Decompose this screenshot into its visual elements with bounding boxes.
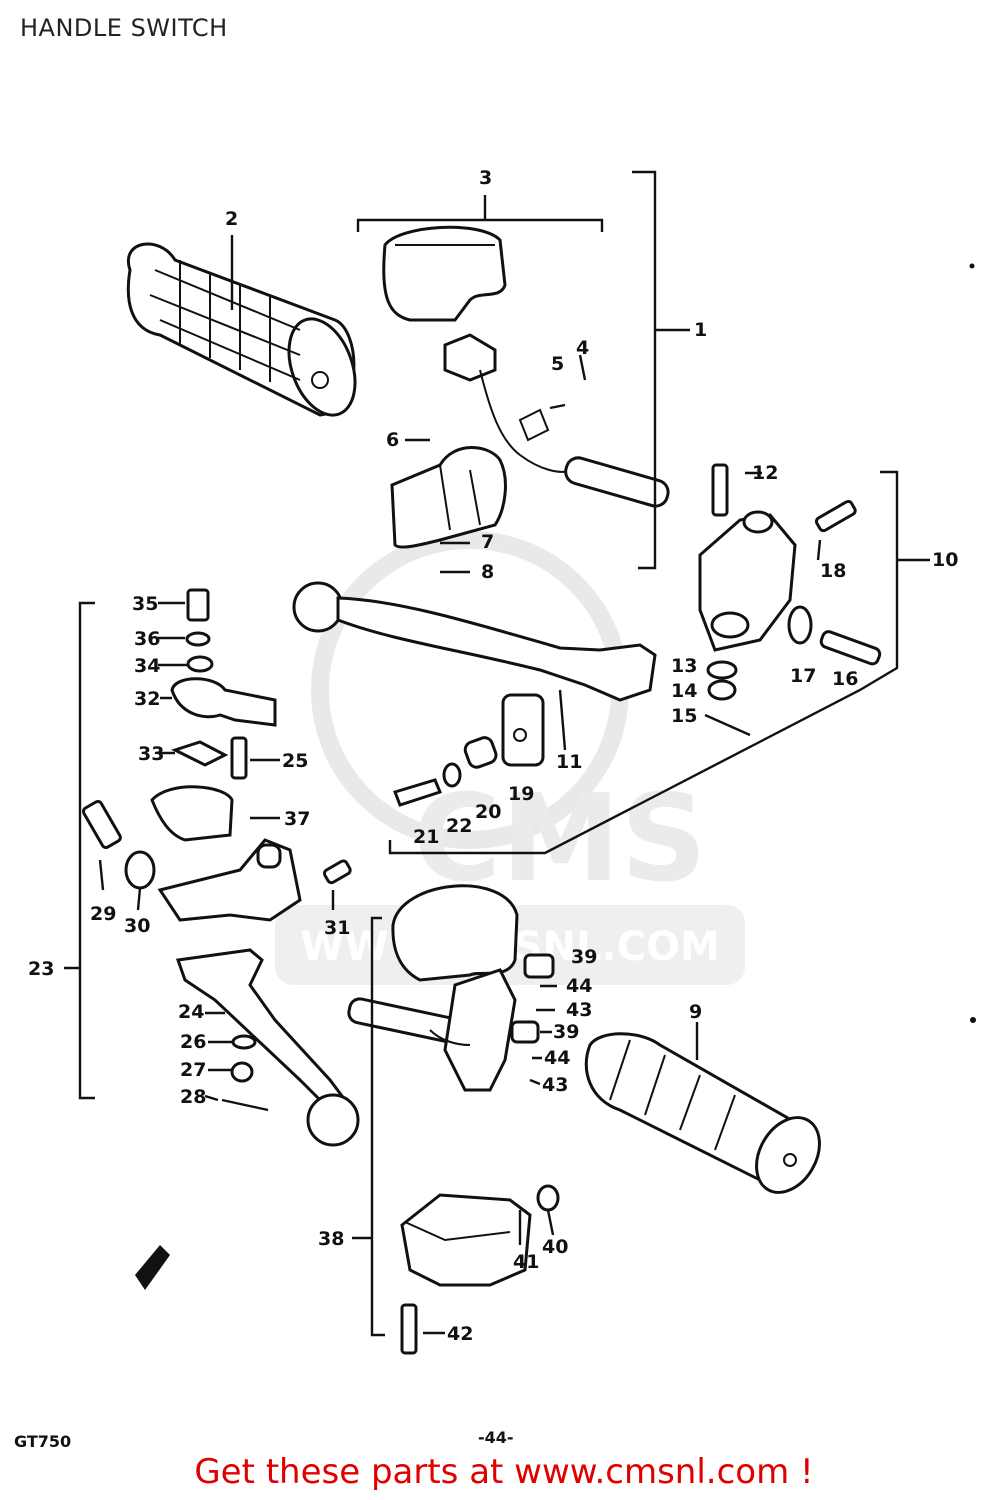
left-lever-holder-drawing	[81, 588, 352, 922]
callout-37: 37	[284, 808, 310, 830]
page-number: -44-	[478, 1428, 514, 1447]
callout-34: 34	[134, 655, 160, 677]
callout-4: 4	[576, 337, 589, 359]
callout-18: 18	[820, 560, 846, 582]
callout-labels: 1 2 3 4 5 6 7 8 9 10 11 12 13 14 15 16 1…	[28, 167, 958, 1345]
cta-link[interactable]: Get these parts at www.cmsnl.com !	[194, 1452, 814, 1492]
callout-27: 27	[180, 1059, 206, 1081]
callout-13: 13	[671, 655, 697, 677]
callout-25: 25	[282, 750, 308, 772]
callout-29: 29	[90, 903, 116, 925]
callout-9: 9	[689, 1001, 702, 1023]
callout-35: 35	[132, 593, 158, 615]
page-title: HANDLE SWITCH	[20, 14, 228, 42]
callout-20: 20	[475, 801, 501, 823]
callout-44-lower: 44	[544, 1047, 570, 1069]
callout-33: 33	[138, 743, 164, 765]
pivot-parts-drawing	[393, 693, 545, 807]
callout-38: 38	[318, 1228, 344, 1250]
callout-26: 26	[180, 1031, 206, 1053]
callout-3: 3	[479, 167, 492, 189]
clutch-lever-drawing	[175, 948, 360, 1147]
callout-17: 17	[790, 665, 816, 687]
callout-14: 14	[671, 680, 697, 702]
callout-2: 2	[225, 208, 238, 230]
callout-31: 31	[324, 917, 350, 939]
callout-44-upper: 44	[566, 975, 592, 997]
callout-24: 24	[178, 1001, 204, 1023]
callout-15: 15	[671, 705, 697, 727]
callout-23: 23	[28, 958, 54, 980]
callout-16: 16	[832, 668, 858, 690]
callout-43-lower: 43	[542, 1074, 568, 1096]
callout-41: 41	[513, 1251, 539, 1273]
callout-6: 6	[386, 429, 399, 451]
right-grip-drawing	[584, 1032, 821, 1194]
brake-lever-drawing	[292, 581, 657, 702]
callout-22: 22	[446, 815, 472, 837]
left-switch-housing-drawing	[347, 884, 560, 1355]
callout-42: 42	[447, 1323, 473, 1345]
clamp-assembly-drawing	[698, 463, 882, 737]
right-switch-upper-drawing	[382, 225, 507, 322]
callout-36: 36	[134, 628, 160, 650]
model-code: GT750	[14, 1432, 72, 1451]
callout-40: 40	[542, 1236, 568, 1258]
callout-39-upper: 39	[571, 946, 597, 968]
callout-12: 12	[752, 462, 778, 484]
callout-11: 11	[556, 751, 582, 773]
callout-21: 21	[413, 826, 439, 848]
callout-7: 7	[481, 531, 494, 553]
front-arrow-icon	[135, 1245, 170, 1290]
callout-19: 19	[508, 783, 534, 805]
callout-10: 10	[932, 549, 958, 571]
switch-wiring-drawing	[443, 333, 670, 508]
leader-lines	[64, 170, 930, 1337]
callout-32: 32	[134, 688, 160, 710]
right-switch-lower-drawing	[390, 446, 507, 549]
callout-39-lower: 39	[553, 1021, 579, 1043]
callout-8: 8	[481, 561, 494, 583]
stray-dot	[970, 1017, 976, 1023]
left-grip-drawing	[126, 242, 357, 417]
stray-dot	[969, 263, 975, 269]
callout-30: 30	[124, 915, 150, 937]
callout-28: 28	[180, 1086, 206, 1108]
callout-43-upper: 43	[566, 999, 592, 1021]
callout-5: 5	[551, 353, 564, 375]
callout-1: 1	[694, 319, 707, 341]
